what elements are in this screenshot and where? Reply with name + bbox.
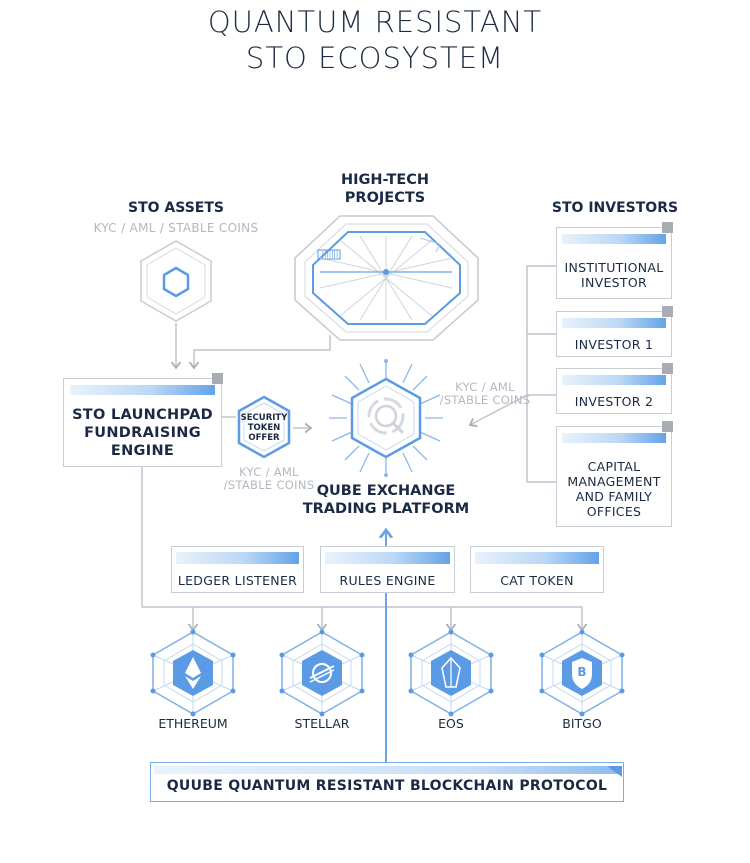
eos-icon [408, 629, 494, 717]
protocol-label: QUUBE QUANTUM RESISTANT BLOCKCHAIN PROTO… [166, 778, 608, 794]
chain-label-bitgo: BITGO [562, 716, 602, 731]
sto-assets-title: STO ASSETS [128, 200, 224, 216]
institutional-line-1: INSTITUTIONAL [564, 260, 664, 275]
ledger-listener-label: LEDGER LISTENER [177, 573, 298, 588]
hud-readout: ||||||| [321, 250, 339, 258]
high-tech-line-1: HIGH-TECH [340, 172, 430, 188]
chain-label-eos: EOS [438, 716, 464, 731]
title-line-2: STO ECOSYSTEM [245, 41, 505, 75]
investor-box-1: INVESTOR 1 [556, 306, 673, 357]
launchpad-box: STO LAUNCHPAD FUNDRAISING ENGINE [63, 373, 223, 467]
high-tech-line-2: PROJECTS [344, 190, 426, 206]
launchpad-line-2: FUNDRAISING [84, 425, 201, 441]
sto-assets-subtitle: KYC / AML / STABLE COINS [93, 221, 259, 235]
capital-line-1: CAPITAL [587, 459, 641, 474]
bitgo-icon [539, 629, 625, 717]
capital-line-2: MANAGEMENT [567, 474, 661, 489]
cat-token-box: CAT TOKEN [470, 546, 604, 593]
security-token-line-3: OFFER [248, 433, 280, 443]
security-token-line-2: TOKEN [247, 423, 281, 433]
kyc-right-line-2: /STABLE COINS [439, 393, 531, 407]
capital-line-4: OFFICES [586, 504, 642, 519]
bitgo-symbol: B [577, 665, 587, 679]
investor-box-capital: CAPITAL MANAGEMENT AND FAMILY OFFICES [556, 421, 673, 527]
investor-2-label: INVESTOR 2 [574, 394, 654, 409]
exchange-line-1: QUBE EXCHANGE [316, 483, 456, 499]
sto-investors-title: STO INVESTORS [551, 200, 679, 216]
investor-box-institutional: INSTITUTIONAL INVESTOR [556, 222, 673, 299]
institutional-line-2: INVESTOR [581, 275, 647, 290]
kyc-left-line-1: KYC / AML [239, 465, 299, 479]
stellar-icon [279, 629, 365, 717]
launchpad-line-3: ENGINE [110, 443, 175, 459]
title-line-1: QUANTUM RESISTANT [207, 5, 543, 39]
rules-engine-box: RULES ENGINE [320, 546, 455, 593]
exchange-line-2: TRADING PLATFORM [302, 501, 470, 517]
investor-box-2: INVESTOR 2 [556, 363, 673, 414]
investor-1-label: INVESTOR 1 [574, 337, 654, 352]
kyc-right-line-1: KYC / AML [455, 380, 515, 394]
security-token-line-1: SECURITY [240, 413, 288, 423]
launchpad-line-1: STO LAUNCHPAD [72, 407, 213, 423]
chain-label-stellar: STELLAR [294, 716, 350, 731]
kyc-left-line-2: /STABLE COINS [223, 478, 315, 492]
ledger-listener-box: LEDGER LISTENER [171, 546, 304, 593]
cat-token-label: CAT TOKEN [500, 573, 574, 588]
capital-line-3: AND FAMILY [575, 489, 653, 504]
chain-label-ethereum: ETHEREUM [158, 716, 228, 731]
protocol-box: QUUBE QUANTUM RESISTANT BLOCKCHAIN PROTO… [150, 762, 624, 802]
rules-engine-label: RULES ENGINE [339, 573, 436, 588]
ethereum-icon [150, 629, 236, 717]
